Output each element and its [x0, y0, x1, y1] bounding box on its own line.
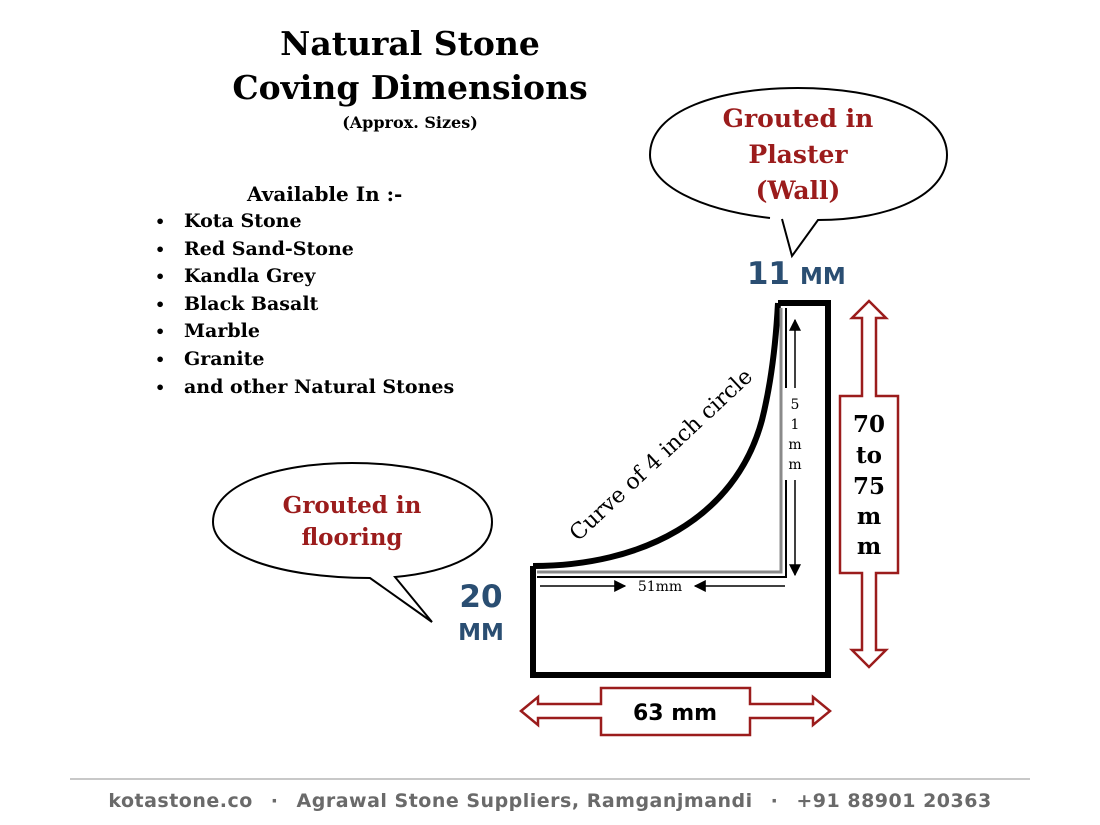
list-item: •and other Natural Stones	[155, 374, 555, 402]
height-label-5: m	[857, 533, 881, 560]
inner-horizontal-label: 51mm	[638, 579, 682, 595]
wall-callout-line-2: Plaster	[748, 140, 848, 169]
footer-site: kotastone.co	[108, 790, 253, 812]
height-label-1: 70	[853, 411, 885, 438]
height-label-3: 75	[853, 473, 885, 500]
stone-profile-outline	[530, 300, 831, 678]
floor-callout-line-1: Grouted in	[283, 492, 422, 519]
stone-curve	[532, 302, 781, 569]
list-item: •Kandla Grey	[155, 263, 555, 291]
inner-vertical-label-2: 1	[791, 417, 800, 433]
inner-vertical-label-3: m	[788, 437, 801, 453]
curve-label: Curve of 4 inch circle	[565, 364, 758, 546]
height-arrow	[838, 299, 900, 669]
title-line-2: Coving Dimensions	[232, 68, 588, 107]
bottom-thickness-unit: MM	[458, 620, 504, 646]
footer: kotastone.co · Agrawal Stone Suppliers, Ra…	[0, 790, 1100, 812]
list-item: •Granite	[155, 346, 555, 374]
list-item: •Red Sand-Stone	[155, 236, 555, 264]
floor-callout-bubble	[211, 461, 494, 623]
inner-vertical-label-bg	[784, 388, 806, 480]
title-subtitle: (Approx. Sizes)	[342, 113, 478, 132]
title-line-1: Natural Stone	[280, 24, 540, 63]
width-arrow	[519, 686, 832, 737]
bullet-icon: •	[155, 212, 166, 231]
footer-phone: +91 88901 20363	[796, 790, 992, 812]
footer-separator: ·	[270, 790, 279, 812]
width-label: 63 mm	[633, 701, 717, 726]
height-label-4: m	[857, 503, 881, 530]
bullet-icon: •	[155, 322, 166, 342]
bullet-icon: •	[155, 294, 166, 314]
floor-callout-line-2: flooring	[301, 524, 402, 551]
footer-divider	[70, 778, 1030, 780]
list-item: •Black Basalt	[155, 291, 555, 319]
available-heading: Available In :-	[247, 182, 403, 206]
top-thickness-value: 11	[747, 256, 790, 292]
wall-callout-line-3: (Wall)	[756, 176, 841, 205]
list-item: •Kota Stone	[155, 208, 555, 236]
footer-company: Agrawal Stone Suppliers, Ramganjmandi	[296, 790, 753, 812]
footer-separator: ·	[770, 790, 779, 812]
inner-grey-edge	[537, 308, 783, 574]
top-thickness-unit: MM	[800, 264, 846, 290]
height-label-2: to	[856, 442, 882, 469]
inner-vertical-label-4: m	[788, 457, 801, 473]
bottom-thickness-value: 20	[459, 579, 502, 615]
available-in-list: Available In :- •Kota Stone •Red Sand-St…	[155, 180, 555, 401]
wall-callout-bubble	[648, 86, 949, 259]
stone-list: •Kota Stone •Red Sand-Stone •Kandla Grey…	[155, 208, 555, 401]
bullet-icon: •	[155, 349, 166, 369]
page-title: Natural Stone Coving Dimensions (Approx.…	[160, 22, 660, 134]
list-item: •Marble	[155, 318, 555, 346]
bullet-icon: •	[155, 267, 166, 287]
bullet-icon: •	[155, 239, 166, 259]
bullet-icon: •	[155, 377, 166, 397]
wall-callout-line-1: Grouted in	[723, 104, 874, 133]
inner-vertical-label-1: 5	[791, 397, 800, 413]
